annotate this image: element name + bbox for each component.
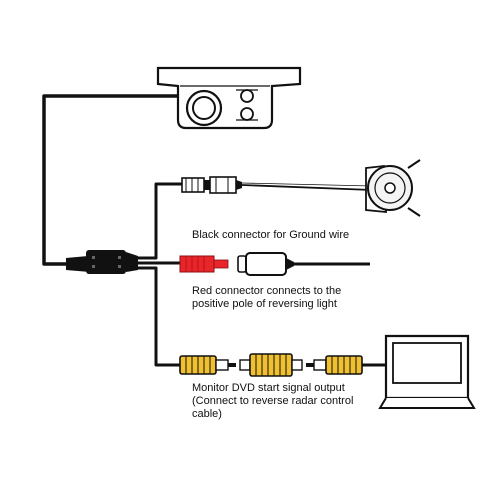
cable-splitter — [66, 250, 138, 274]
dvd-label-line-1: Monitor DVD start signal output — [192, 382, 345, 394]
red-label-line-1: Red connector connects to the — [192, 285, 342, 297]
rca-branch-wire — [138, 266, 180, 367]
monitor — [378, 334, 476, 409]
buzzer-center — [384, 182, 396, 194]
ground-connector-label: Black connector for Ground wire — [192, 229, 349, 242]
dvd-label-line-2: (Connect to reverse radar control — [192, 395, 354, 407]
ground-plug-right — [209, 176, 237, 194]
rca-plug-2 — [306, 355, 363, 375]
ground-plug-left — [181, 177, 205, 193]
sensor-top — [240, 89, 254, 103]
dvd-label-line-3: cable) — [192, 408, 222, 420]
red-plug-body — [179, 255, 215, 273]
camera-cable — [42, 94, 178, 266]
ground-label-text: Black connector for Ground wire — [192, 229, 350, 241]
camera-bracket — [156, 66, 302, 130]
splitter-body — [86, 250, 126, 274]
red-socket-tip — [237, 255, 247, 273]
red-connector — [179, 252, 294, 276]
rca-coupler — [239, 353, 303, 377]
sensor-bottom — [240, 107, 254, 121]
ground-branch-wire — [138, 182, 182, 260]
buzzer-wire — [241, 184, 373, 191]
rca-plug-1 — [179, 355, 236, 375]
monitor-screen — [392, 342, 462, 384]
rca-connectors — [179, 353, 363, 377]
red-label-line-2: positive pole of reversing light — [192, 298, 337, 310]
camera-lens-inner — [192, 96, 216, 120]
reverse-camera — [156, 66, 302, 130]
dvd-signal-label: Monitor DVD start signal output (Connect… — [192, 382, 353, 421]
ground-connector — [181, 176, 242, 194]
red-socket-body — [245, 252, 287, 276]
red-connector-label: Red connector connects to the positive p… — [192, 285, 341, 311]
buzzer — [365, 159, 421, 217]
monitor-base — [378, 397, 476, 409]
